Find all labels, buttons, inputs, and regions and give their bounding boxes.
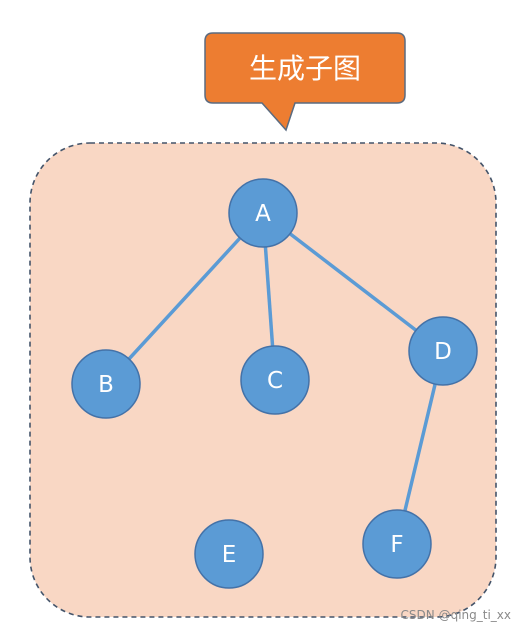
node-b: B xyxy=(71,349,141,419)
edge-a-d xyxy=(261,211,445,353)
node-d: D xyxy=(408,316,478,386)
watermark: CSDN @qing_ti_xx xyxy=(400,608,511,622)
callout-shape xyxy=(204,32,406,132)
node-a-label: A xyxy=(255,201,271,227)
node-d-circle xyxy=(408,316,478,386)
node-a-circle xyxy=(228,178,298,248)
edge-a-b xyxy=(104,211,265,386)
node-e-circle xyxy=(194,519,264,589)
node-c-label: C xyxy=(267,368,283,394)
callout-text: 生成子图 xyxy=(249,52,361,85)
node-e-label: E xyxy=(222,542,237,568)
node-d-label: D xyxy=(434,339,452,365)
node-f: F xyxy=(362,509,432,579)
node-c-circle xyxy=(240,345,310,415)
node-f-label: F xyxy=(390,532,403,558)
node-c: C xyxy=(240,345,310,415)
callout-bubble: 生成子图 xyxy=(204,32,406,132)
node-f-circle xyxy=(362,509,432,579)
node-a: A xyxy=(228,178,298,248)
node-b-circle xyxy=(71,349,141,419)
node-b-label: B xyxy=(98,372,114,398)
node-e: E xyxy=(194,519,264,589)
